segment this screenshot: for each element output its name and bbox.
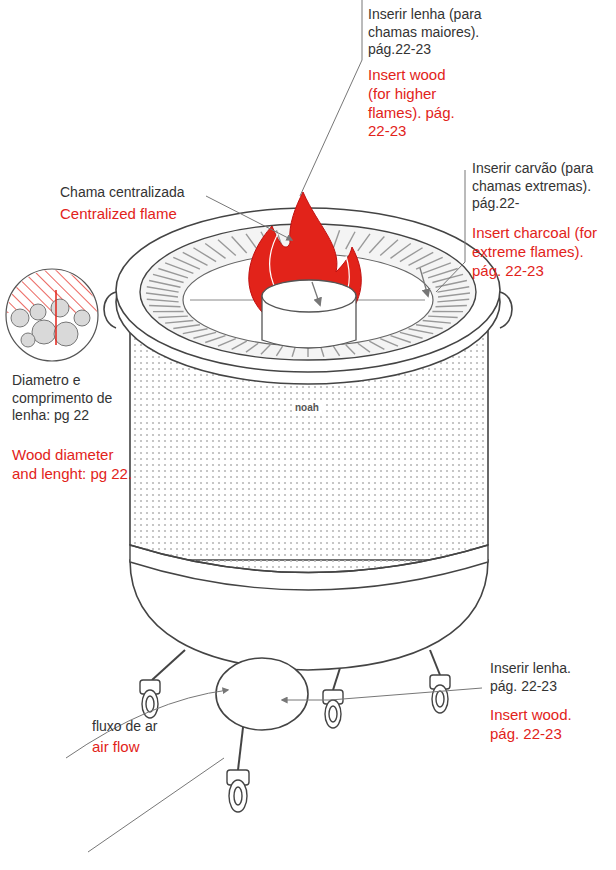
leader-lines [66, 0, 482, 852]
callout-label: Diametro e comprimento de lenha: pg 22 [12, 372, 130, 425]
grill-bar [432, 274, 463, 282]
grill-bar [438, 293, 470, 297]
callout-label: air flow [92, 738, 202, 757]
grill-bar [158, 316, 188, 317]
grill-bar [146, 293, 178, 297]
grill-bar [218, 339, 236, 347]
grill-bar [333, 346, 339, 356]
grill-bar [369, 341, 384, 349]
callout-label: Insert wood (for higher flames). pág. 22… [368, 66, 468, 141]
grill-bar [292, 347, 295, 357]
grill-bar [147, 287, 179, 292]
callout-label: Inserir lenha (para chamas maiores). pág… [368, 6, 493, 59]
callout-label: Chama centralizada [60, 184, 210, 202]
callout-label: Inserir carvão (para chamas extremas). p… [472, 160, 610, 213]
callout-label: Insert charcoal (for extreme flames). pá… [472, 224, 602, 280]
grill-bar [193, 332, 216, 338]
grill-bar [400, 332, 423, 338]
grill-bar [380, 240, 398, 256]
grill-bar [149, 305, 180, 306]
grill-bar [346, 232, 355, 249]
callout-label: Centralized flame [60, 205, 210, 224]
grill-bar [183, 329, 208, 334]
grill-bar [436, 281, 467, 288]
grill-bar [276, 346, 282, 356]
grill-bar [390, 336, 410, 343]
grill-bar [346, 345, 355, 354]
grill-bar [437, 287, 469, 292]
grill-bar [218, 240, 236, 256]
grill-bar [369, 237, 384, 253]
grill-bar [333, 230, 339, 248]
grill-bar [173, 325, 200, 329]
grill-bar [432, 311, 463, 312]
brand-logo: noah [292, 402, 322, 415]
handle [104, 292, 116, 328]
grill-bar [147, 299, 179, 302]
grill-bar [165, 321, 193, 324]
grill-bar [232, 341, 247, 349]
callout-label: Insert wood. pág. 22-23 [490, 706, 602, 744]
grill-bar [149, 281, 180, 288]
grill-bar [321, 347, 324, 357]
grill-bar [205, 336, 225, 343]
grill-bar [358, 343, 370, 352]
grill-bar [232, 237, 247, 253]
grill-bar [153, 311, 184, 312]
handle [500, 292, 512, 328]
callout-label: Inserir lenha. pág. 22-23 [490, 660, 602, 695]
grill-bar [205, 244, 225, 259]
grill-bar [408, 329, 433, 334]
wood-icon [6, 269, 98, 361]
grill-bar [416, 325, 443, 329]
grill-bar [436, 305, 467, 306]
air-inlet [216, 658, 308, 730]
grill-bar [358, 234, 370, 251]
grill-bar [428, 316, 458, 317]
grill-bar [380, 339, 398, 347]
grill-bar [261, 345, 270, 354]
callout-label: Wood diameter and lenght: pg 22. [12, 446, 136, 484]
grill-bar [246, 343, 258, 352]
flame [249, 192, 362, 320]
grill-bar [437, 299, 469, 302]
callout-label: fluxo de ar [92, 718, 202, 736]
grill-bar [423, 321, 451, 324]
